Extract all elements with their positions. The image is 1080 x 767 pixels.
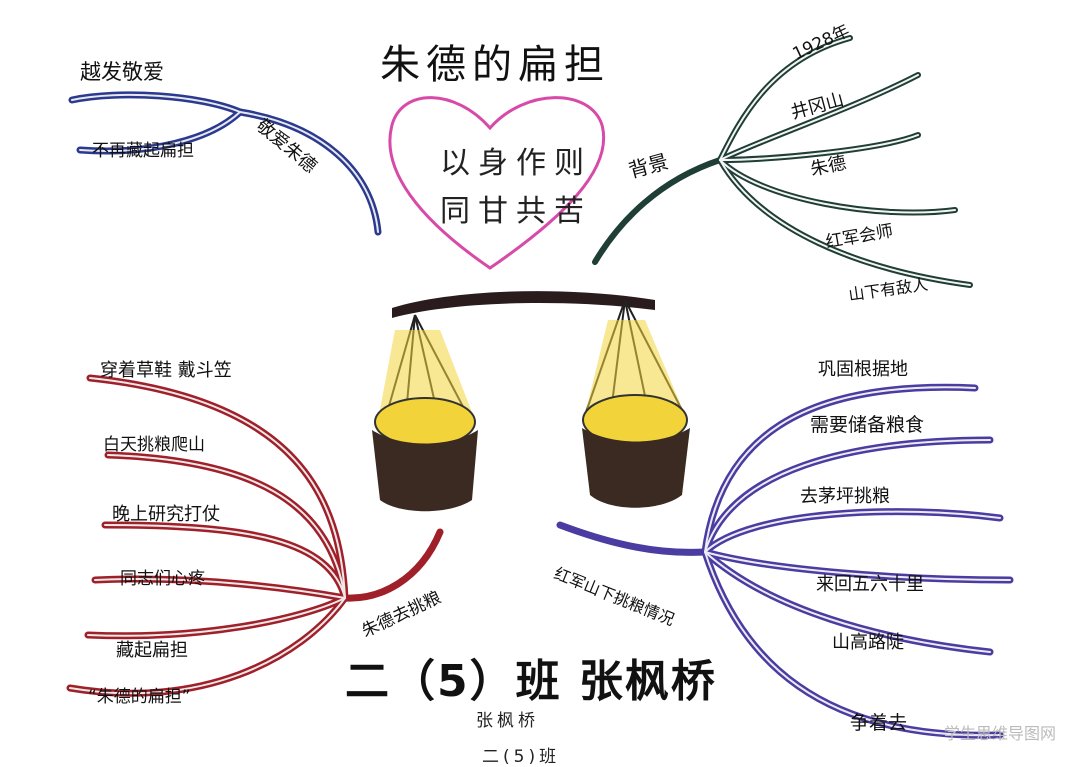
author-name: 张枫桥	[476, 711, 539, 731]
bottom-right-branch-4: 来回五六十里	[816, 574, 924, 595]
bottom-right-branch-3: 去茅坪挑粮	[800, 486, 890, 507]
class-name-heading: 二（5）班 张枫桥	[345, 656, 717, 707]
left-basket	[372, 430, 478, 512]
bottom-left-branch-3: 晚上研究打仗	[112, 504, 220, 525]
heart-shape	[388, 96, 606, 270]
bottom-left-branch-5: 藏起扁担	[116, 640, 188, 661]
watermark: 学生思维导图网	[943, 724, 1056, 743]
bottom-left-branch-1: 穿着草鞋 戴斗笠	[100, 360, 232, 381]
top-left-branch-1: 越发敬爱	[80, 60, 164, 84]
right-basket	[582, 428, 690, 508]
top-left-branch-2: 不再藏起扁担	[92, 141, 194, 161]
bottom-right-branch-1: 巩固根据地	[818, 359, 908, 380]
bottom-right-branch-5: 山高路陡	[832, 632, 904, 653]
top-left-branches	[68, 91, 382, 236]
bottom-left-branch-4: 同志们心疼	[120, 569, 205, 589]
bottom-left-branch-6: “朱德的扁担”	[88, 687, 191, 707]
heart-line-1: 以身作则	[440, 146, 592, 181]
pole	[392, 291, 655, 318]
carrying-pole-illustration	[372, 291, 690, 512]
page-title: 朱德的扁担	[380, 42, 610, 88]
author-class: 二(5)班	[482, 747, 561, 767]
heart-line-2: 同甘共苦	[440, 194, 592, 229]
bottom-right-branch-2: 需要储备粮食	[810, 414, 925, 436]
bottom-right-branch-6: 争着去	[850, 712, 908, 734]
bottom-left-branch-2: 白天挑粮爬山	[103, 435, 205, 455]
